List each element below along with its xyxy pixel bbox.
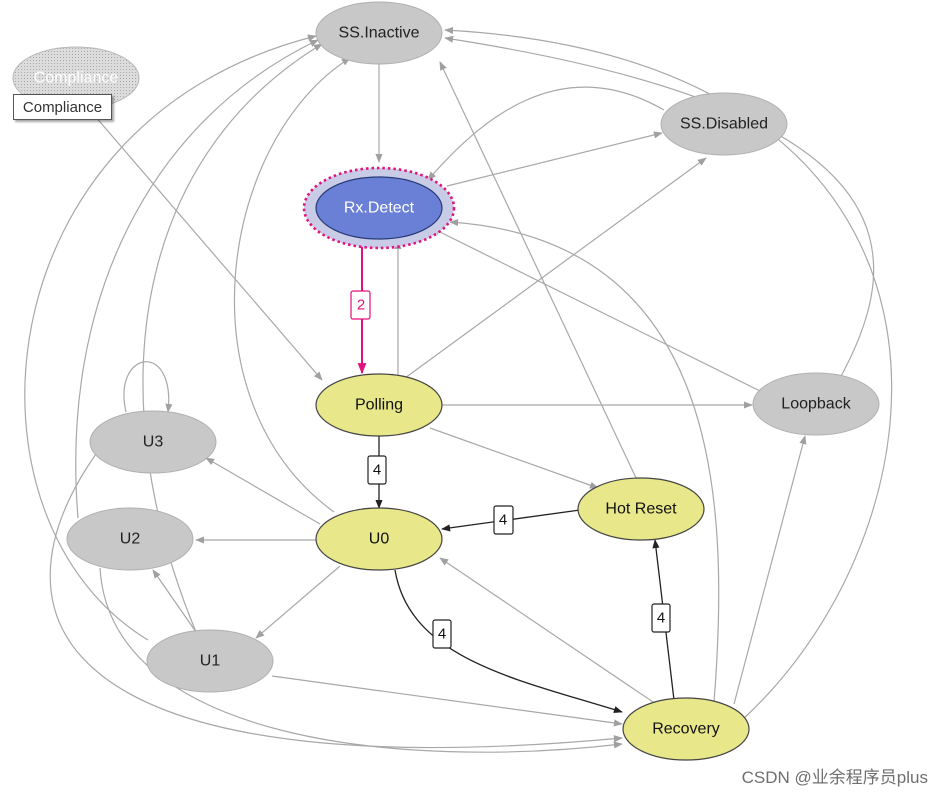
state-recovery[interactable]: Recovery	[622, 697, 750, 761]
edge-u0-u3	[205, 457, 321, 525]
edge-label-u0-recovery: 4	[432, 619, 452, 649]
state-label: Loopback	[781, 396, 851, 413]
edge-label-hotreset-u0: 4	[493, 505, 514, 535]
edge-label-text: 4	[438, 626, 446, 643]
state-label: U0	[369, 531, 390, 548]
edge-hotreset-ssinactive	[439, 61, 638, 481]
edge-rxdetect-ssdisabled	[446, 131, 663, 187]
edge-u3-recovery	[49, 453, 623, 749]
state-ss-disabled[interactable]: SS.Disabled	[660, 92, 788, 156]
state-label: Recovery	[652, 721, 720, 738]
edge-label-text: 4	[499, 512, 507, 529]
state-polling[interactable]: Polling	[315, 373, 443, 437]
state-label: Compliance	[34, 70, 119, 87]
edge-u3-ssinactive	[24, 34, 317, 641]
state-label: SS.Disabled	[680, 116, 768, 133]
edge-ssdisabled-rxdetect	[427, 86, 665, 181]
edge-recovery-u0	[439, 557, 657, 705]
edge-label-recovery-hotreset: 4	[651, 603, 671, 633]
state-u3[interactable]: U3	[89, 410, 217, 474]
state-rx-detect[interactable]: Rx.Detect	[302, 166, 456, 250]
edge-u0-ssinactive	[233, 57, 351, 513]
edges	[24, 26, 893, 753]
state-label: U1	[200, 653, 221, 670]
edge-u2-recovery	[99, 567, 623, 753]
edge-u1-u2	[152, 569, 197, 633]
edge-label-text: 2	[357, 297, 365, 314]
edge-label-rxdetect-polling: 2	[350, 290, 371, 320]
state-u0[interactable]: U0	[315, 507, 443, 571]
state-ss-inactive[interactable]: SS.Inactive	[315, 1, 443, 65]
black-edges	[375, 435, 675, 714]
edge-compliance-polling	[87, 107, 323, 381]
edge-recovery-loopback	[733, 435, 807, 705]
edge-label-polling-u0: 4	[367, 455, 387, 485]
state-loopback[interactable]: Loopback	[752, 372, 880, 436]
edge-label-text: 4	[657, 610, 665, 627]
state-u1[interactable]: U1	[146, 629, 274, 693]
edge-label-text: 4	[373, 462, 381, 479]
edge-u2-ssinactive	[75, 39, 319, 519]
edge-recovery-rxdetect	[449, 218, 720, 703]
state-hot-reset[interactable]: Hot Reset	[577, 477, 705, 541]
edge-u0-recovery	[394, 569, 623, 714]
state-u2[interactable]: U2	[66, 507, 194, 571]
watermark: CSDN @业余程序员plus	[741, 768, 928, 787]
edge-u0-u1	[255, 565, 341, 639]
state-label: Hot Reset	[605, 501, 677, 518]
edge-u3-selfloop	[123, 361, 173, 413]
edge-polling-ssdisabled	[404, 157, 707, 379]
edge-loopback-ssinactive	[444, 35, 875, 379]
state-label: U2	[120, 531, 141, 548]
state-label: U3	[143, 434, 164, 451]
compliance-tooltip: Compliance	[13, 94, 112, 120]
state-label: Rx.Detect	[344, 200, 415, 217]
edge-recovery-ssinactive	[444, 26, 893, 721]
state-compliance[interactable]: Compliance	[12, 46, 140, 110]
state-label: SS.Inactive	[339, 25, 420, 42]
edge-polling-hotreset	[429, 427, 599, 489]
state-label: Polling	[355, 397, 403, 414]
edge-u1-recovery	[271, 675, 623, 727]
edge-loopback-rxdetect	[431, 227, 763, 393]
